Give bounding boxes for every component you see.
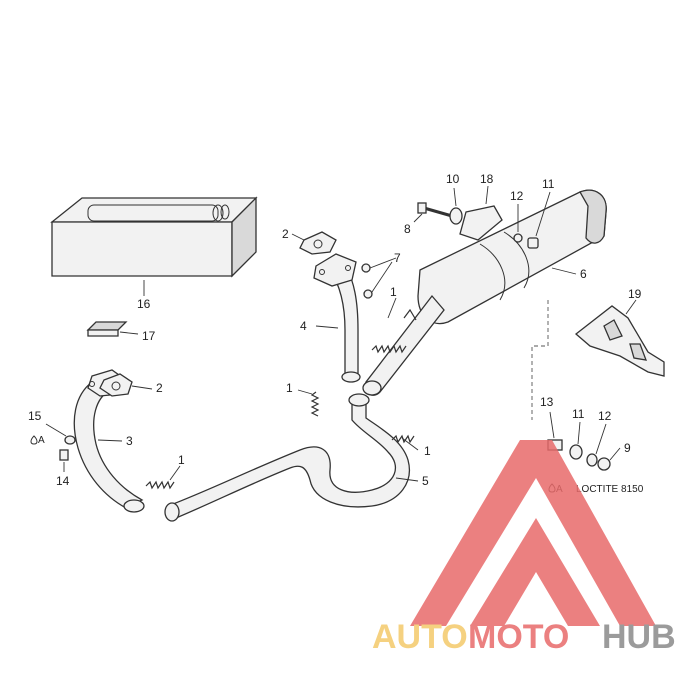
loctite-label: LOCTITE 8150 — [576, 484, 644, 495]
callout-1-middle-right: 1 — [424, 444, 431, 458]
part-11-spacer-upper — [527, 191, 551, 249]
spring-1-middle-right — [391, 434, 419, 451]
part-11-spacer-lower — [569, 421, 583, 460]
callout-6: 6 — [580, 267, 587, 281]
part-5-collector — [164, 393, 419, 522]
assembly-line — [531, 300, 549, 420]
callout-9: 9 — [624, 441, 631, 455]
part-2-gasket-lower — [99, 373, 153, 397]
watermark-text-moto: MOTO — [468, 618, 569, 656]
callout-13: 13 — [540, 395, 554, 409]
part-15-nut — [45, 423, 76, 445]
callout-1-lower: 1 — [178, 453, 185, 467]
callout-12-upper: 12 — [510, 189, 524, 203]
spring-1-lower — [145, 465, 181, 490]
callout-11-lower: 11 — [572, 407, 585, 421]
part-17-label — [86, 321, 139, 337]
callout-11-upper: 11 — [542, 177, 555, 191]
callout-14: 14 — [56, 474, 70, 488]
part-14-stud — [59, 449, 69, 472]
watermark-logo: AUTO MOTO HUB — [372, 440, 676, 656]
part-18-bracket — [459, 185, 503, 241]
part-16-kit-box — [50, 196, 258, 296]
spring-1-middle-left — [297, 389, 320, 417]
svg-text:A: A — [38, 435, 45, 446]
watermark-triangle-inner — [470, 518, 600, 626]
part-6-silencer — [362, 189, 607, 396]
callout-10: 10 — [446, 172, 460, 186]
callout-5: 5 — [422, 474, 429, 488]
callout-3: 3 — [126, 434, 133, 448]
callout-1-upper: 1 — [390, 285, 397, 299]
part-12-grommet-lower — [586, 423, 607, 467]
spring-1-upper — [371, 297, 417, 354]
watermark-triangle-outer — [410, 440, 656, 626]
watermark-text-hub: HUB — [602, 618, 676, 656]
callout-12-lower: 12 — [598, 409, 612, 423]
part-8-bolt — [413, 202, 453, 223]
watermark-text-auto: AUTO — [372, 618, 468, 656]
part-12-grommet-upper — [513, 204, 523, 243]
callout-18: 18 — [480, 172, 494, 186]
callout-7: 7 — [394, 251, 401, 265]
callout-1-middle-left: 1 — [286, 381, 293, 395]
threadlock-marker-left: A — [30, 435, 45, 446]
callout-8: 8 — [404, 222, 411, 236]
callout-15: 15 — [28, 409, 42, 423]
part-2-gasket-upper — [291, 231, 337, 255]
part-9-nut — [597, 447, 621, 471]
part-7-nuts — [361, 257, 397, 299]
part-4-rear-header — [313, 253, 361, 383]
callout-17: 17 — [142, 329, 156, 343]
callout-4: 4 — [300, 319, 307, 333]
part-19-hanger — [574, 299, 665, 377]
callout-19: 19 — [628, 287, 642, 301]
callout-16: 16 — [137, 297, 151, 311]
part-10-washer — [449, 187, 463, 225]
callout-2-lower: 2 — [156, 381, 163, 395]
callout-2-upper: 2 — [282, 227, 289, 241]
